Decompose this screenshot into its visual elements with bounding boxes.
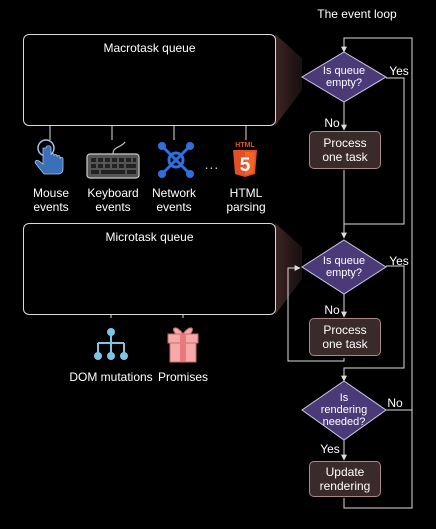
- macro-decision-text: Is queue empty?: [322, 65, 366, 89]
- micro-decision-text: Is queue empty?: [322, 255, 366, 279]
- macro-decision-diamond: [301, 51, 387, 103]
- macro-funnel: [275, 34, 302, 126]
- loop-lines: [287, 37, 413, 509]
- render-decision-diamond: [301, 380, 387, 441]
- mouse-events-label: Mouse events: [32, 186, 70, 214]
- process-microtask-box: Process one task: [309, 318, 381, 356]
- render-no-label: No: [387, 396, 403, 410]
- macro-yes-label: Yes: [389, 64, 409, 78]
- microtask-queue-title: Microtask queue: [105, 230, 194, 244]
- keyboard-icon: [85, 140, 141, 180]
- update-rendering-box: Update rendering: [309, 461, 381, 497]
- micro-yes-label: Yes: [389, 254, 409, 268]
- html-parsing-label: HTML parsing: [226, 186, 266, 214]
- micro-decision-diamond: [301, 239, 387, 295]
- micro-no-label: No: [324, 303, 340, 317]
- macro-no-label: No: [324, 116, 340, 130]
- macrotask-queue-title: Macrotask queue: [103, 41, 196, 55]
- hand-pointer-icon: [32, 138, 68, 180]
- diagram-title: The event loop: [317, 7, 397, 21]
- macrotask-queue-box: Macrotask queue: [23, 34, 276, 126]
- promises-label: Promises: [157, 370, 208, 384]
- html5-icon: HTML 5: [231, 140, 259, 178]
- render-decision-text: Is rendering needed?: [320, 392, 368, 428]
- html5-badge-digit: 5: [240, 155, 251, 176]
- dom-tree-icon: [92, 326, 130, 364]
- microtask-queue-box: Microtask queue: [23, 223, 276, 315]
- render-yes-label: Yes: [320, 442, 340, 456]
- html5-badge-text: HTML: [235, 142, 255, 149]
- dom-mutations-label: DOM mutations: [69, 370, 153, 384]
- keyboard-events-label: Keyboard events: [87, 186, 139, 214]
- ellipsis-icon: ...: [204, 156, 220, 172]
- process-macrotask-box: Process one task: [309, 131, 381, 169]
- network-events-label: Network events: [151, 186, 196, 214]
- gift-icon: [166, 322, 200, 364]
- network-icon: [156, 140, 196, 180]
